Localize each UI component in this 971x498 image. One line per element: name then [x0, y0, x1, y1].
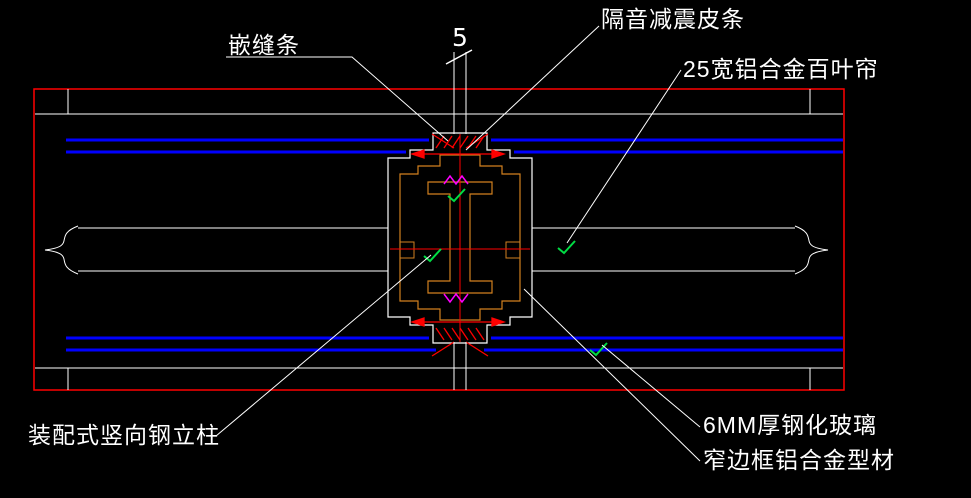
annotation-labels: 嵌缝条 隔音减震皮条 25宽铝合金百叶帘 装配式竖向钢立柱 6MM厚钢化玻璃 窄… — [28, 6, 895, 473]
arrowhead-right-icon — [491, 149, 507, 159]
hatch-line — [451, 327, 461, 341]
sealant-hatch-top — [409, 133, 507, 159]
hatch-line — [451, 135, 461, 149]
label-caulking-strip: 嵌缝条 — [228, 32, 300, 58]
label-tempered-glass: 6MM厚钢化玻璃 — [703, 412, 877, 438]
left-notch-detail — [399, 241, 415, 259]
hatch-line — [435, 135, 445, 149]
gasket-mark-bottom — [443, 292, 469, 304]
mullion-assembly — [387, 132, 608, 357]
check-mark-icon — [423, 248, 442, 263]
arrowhead-left-icon — [409, 317, 425, 327]
panel-outline-lines — [35, 89, 843, 390]
right-break-symbol — [794, 225, 829, 275]
leader-steel-column — [215, 254, 432, 437]
left-break-symbol — [44, 225, 79, 275]
gasket-mark-top — [443, 174, 469, 186]
hatch-line — [467, 327, 477, 341]
hatch-line — [459, 327, 469, 341]
aluminum-profile-orange — [399, 154, 521, 321]
label-aluminum-profile: 窄边框铝合金型材 — [703, 447, 895, 473]
check-mark-icon — [447, 188, 466, 203]
sealant-hatch-bottom — [409, 317, 507, 357]
leader-aluminum-profile — [523, 288, 701, 462]
gap-dimension: 5 — [445, 23, 473, 390]
leader-louver — [566, 69, 682, 244]
label-aluminum-louver: 25宽铝合金百叶帘 — [683, 56, 879, 82]
splay-line — [431, 133, 455, 149]
hatch-line — [475, 327, 485, 341]
splay-line — [465, 341, 489, 357]
right-notch-detail — [505, 241, 521, 259]
leader-lines — [215, 25, 701, 462]
label-sound-insulation-strip: 隔音减震皮条 — [601, 6, 745, 32]
leader-sound-insulation — [465, 25, 600, 151]
arrowhead-left-icon — [409, 149, 425, 159]
hatch-line — [435, 327, 445, 341]
dimension-tick — [445, 49, 473, 65]
leader-caulking-strip — [226, 56, 449, 142]
splay-line — [431, 341, 455, 357]
arrowhead-right-icon — [491, 317, 507, 327]
label-steel-column: 装配式竖向钢立柱 — [28, 422, 220, 448]
check-marks-green — [423, 188, 608, 357]
hatch-line — [459, 135, 469, 149]
panel-border-rect — [33, 88, 845, 391]
splay-line — [465, 133, 489, 149]
dimension-value: 5 — [452, 23, 468, 52]
steel-column-ibeam — [427, 181, 493, 294]
check-mark-icon — [557, 240, 576, 255]
hatch-line — [443, 135, 453, 149]
leader-tempered-glass — [601, 344, 701, 428]
check-mark-icon — [589, 342, 608, 357]
glass-lines — [66, 138, 843, 352]
hatch-line — [443, 327, 453, 341]
drawing-border — [33, 88, 845, 391]
centerlines-red — [390, 134, 530, 342]
outer-profile-white — [387, 132, 533, 344]
gasket-marks-magenta — [443, 174, 469, 304]
